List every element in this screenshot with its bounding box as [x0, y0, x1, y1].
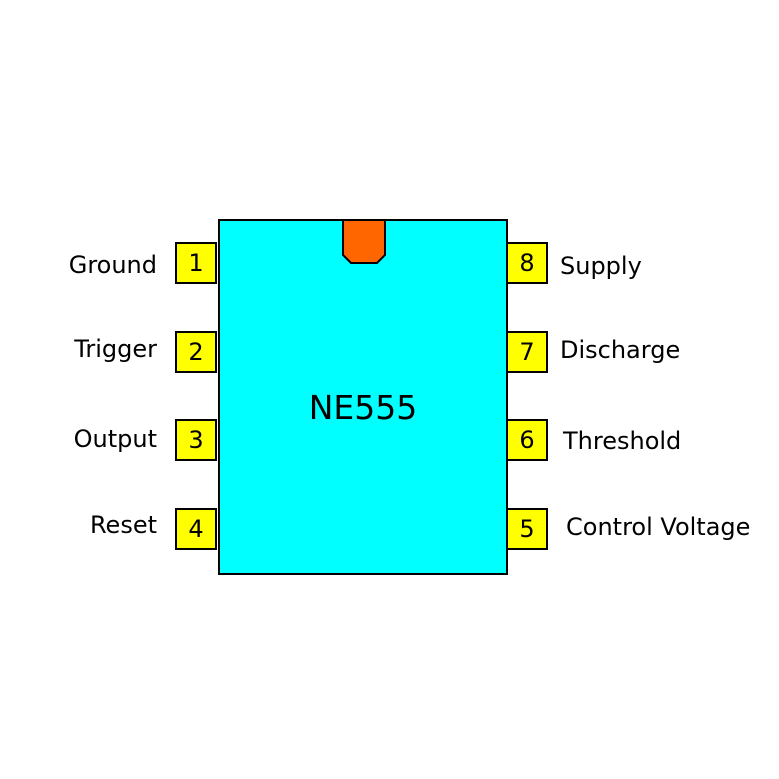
pin-6-label: Threshold: [563, 427, 682, 455]
pin-8-label: Supply: [560, 252, 642, 280]
pin-6: 6: [506, 419, 548, 461]
pin-1: 1: [175, 242, 217, 284]
pin-8: 8: [506, 242, 548, 284]
pin-5: 5: [506, 508, 548, 550]
pin-7-label: Discharge: [560, 336, 681, 364]
pin-2-label: Trigger: [74, 335, 157, 363]
pin-4-label: Reset: [89, 511, 157, 539]
chip-part-number: NE555: [308, 388, 418, 427]
chip-body: [218, 219, 508, 575]
pin-1-label: Ground: [68, 251, 157, 279]
pin-4: 4: [175, 508, 217, 550]
pin-2: 2: [175, 331, 217, 373]
orientation-notch: [342, 219, 386, 264]
pin-3: 3: [175, 419, 217, 461]
pin-3-label: Output: [73, 425, 157, 453]
pin-7: 7: [506, 331, 548, 373]
notch-shape: [342, 219, 386, 264]
pin-5-label: Control Voltage: [566, 513, 751, 541]
